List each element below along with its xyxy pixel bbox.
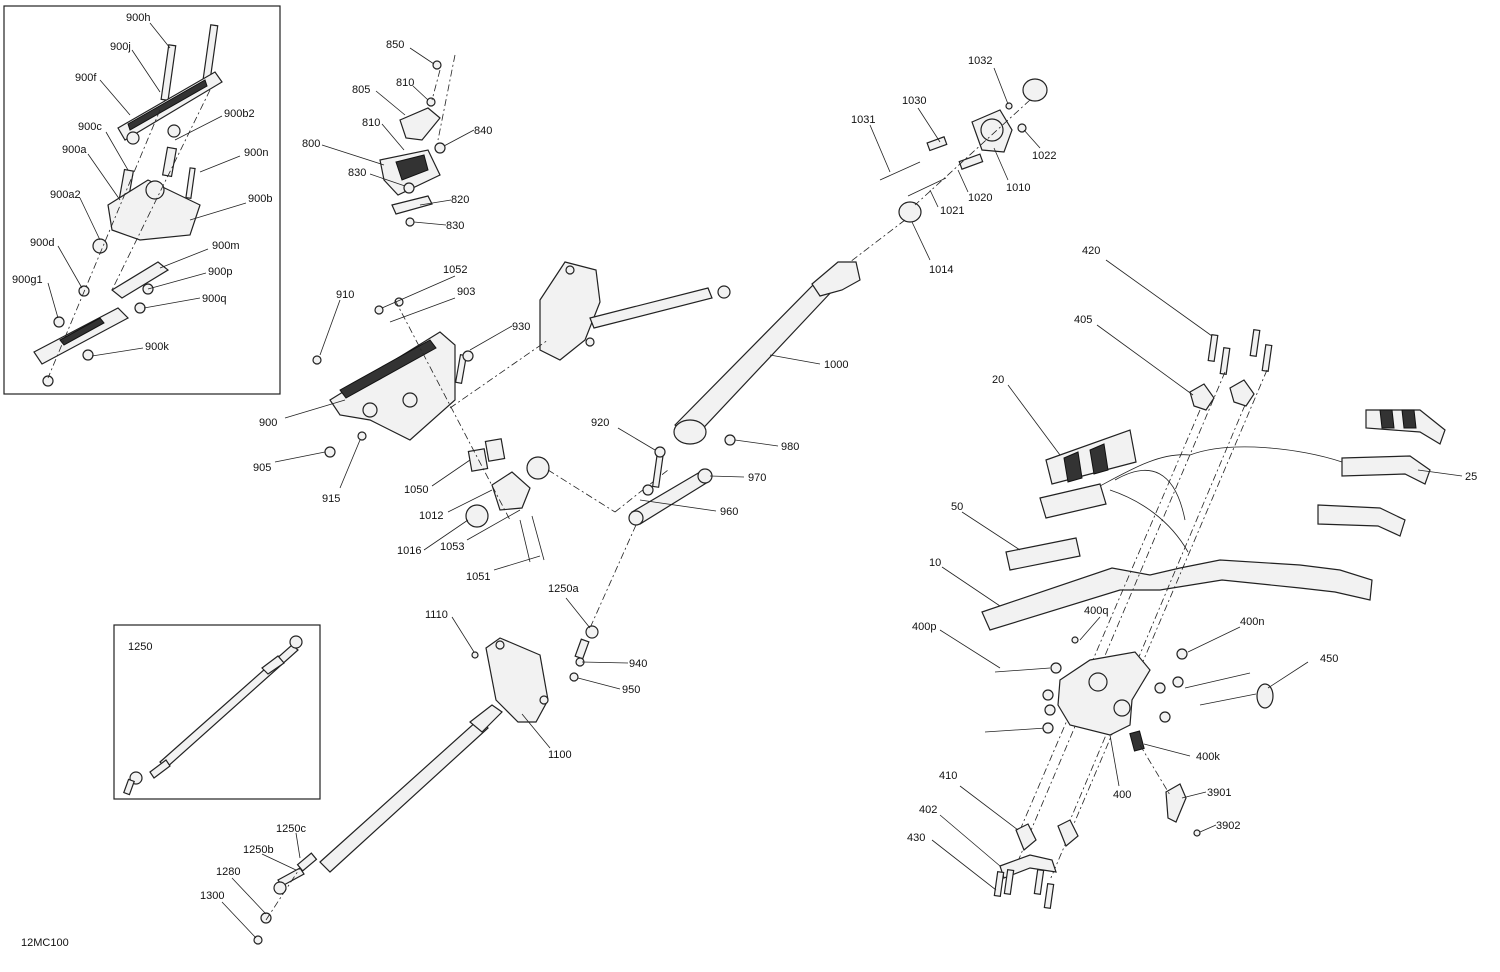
callout-label: 900a2 [50, 189, 81, 201]
callout-label: 900b2 [224, 108, 255, 120]
callout-label: 900n [244, 147, 268, 159]
callout-label: 830 [348, 167, 366, 179]
callout-label: 1300 [200, 890, 224, 902]
callout-label: 1051 [466, 571, 490, 583]
callout-label: 900q [202, 293, 226, 305]
callout-label: 800 [302, 138, 320, 150]
callout-label: 3902 [1216, 820, 1240, 832]
callout-label: 410 [939, 770, 957, 782]
callout-label: 1021 [940, 205, 964, 217]
callout-label: 900 [259, 417, 277, 429]
callout-label: 1052 [443, 264, 467, 276]
callout-label: 1280 [216, 866, 240, 878]
link-arm-parts [589, 434, 736, 629]
handlebar-parts [981, 329, 1446, 881]
callout-label: 1250b [243, 844, 274, 856]
callout-label: 1016 [397, 545, 421, 557]
callout-label: 402 [919, 804, 937, 816]
callout-label: 1100 [548, 749, 572, 761]
callout-label: 905 [253, 462, 271, 474]
callout-label: 830 [446, 220, 464, 232]
callout-label: 900b [248, 193, 272, 205]
callout-label: 820 [451, 194, 469, 206]
main-bracket-parts [312, 261, 731, 563]
callout-label: 10 [929, 557, 941, 569]
callout-label: 1000 [824, 359, 848, 371]
callout-labels: 900h 900j 900f 900c 900b2 900a 900n 900a… [12, 12, 1477, 949]
callout-label: 960 [720, 506, 738, 518]
inset-box-bracket [3, 5, 281, 395]
callout-label: 1053 [440, 541, 464, 553]
callout-label: 1032 [968, 55, 992, 67]
callout-label: 450 [1320, 653, 1338, 665]
inset-steering-label: 1250 [128, 641, 152, 653]
callout-label: 400p [912, 621, 936, 633]
callout-label: 840 [474, 125, 492, 137]
callout-label: 950 [622, 684, 640, 696]
callout-label: 1014 [929, 264, 953, 276]
callout-label: 1110 [425, 609, 448, 621]
callout-label: 400 [1113, 789, 1131, 801]
callout-label: 400n [1240, 616, 1264, 628]
callout-label: 900m [212, 240, 240, 252]
callout-label: 1030 [902, 95, 926, 107]
callout-label: 50 [951, 501, 963, 513]
callout-label: 900j [110, 41, 131, 53]
callout-label: 903 [457, 286, 475, 298]
callout-label: 810 [362, 117, 380, 129]
callout-label: 1010 [1006, 182, 1030, 194]
callout-label: 400q [1084, 605, 1108, 617]
callout-label: 900k [145, 341, 169, 353]
callout-label: 940 [629, 658, 647, 670]
callout-label: 915 [322, 493, 340, 505]
callout-label: 400k [1196, 751, 1220, 763]
callout-label: 1250c [276, 823, 306, 835]
lower-steering-parts [253, 625, 599, 945]
inset-steering-rod-parts [123, 635, 303, 796]
callout-label: 430 [907, 832, 925, 844]
steering-column-parts [673, 78, 1048, 445]
callout-label: 1020 [968, 192, 992, 204]
callout-label: 900h [126, 12, 150, 24]
callout-label: 1012 [419, 510, 443, 522]
callout-label: 980 [781, 441, 799, 453]
callout-label: 900p [208, 266, 232, 278]
clamp-assembly-parts [984, 636, 1274, 909]
callout-label: 900f [75, 72, 97, 84]
diagram-code: 12MC100 [21, 937, 69, 949]
callout-label: 900a [62, 144, 87, 156]
callout-label: 850 [386, 39, 404, 51]
callout-label: 810 [396, 77, 414, 89]
callout-label: 1022 [1032, 150, 1056, 162]
callout-leader-lines [47, 22, 1463, 939]
inset-box-steering-rod [113, 624, 321, 800]
callout-label: 405 [1074, 314, 1092, 326]
callout-label: 1050 [404, 484, 428, 496]
callout-label: 3901 [1207, 787, 1231, 799]
callout-label: 805 [352, 84, 370, 96]
callout-label: 910 [336, 289, 354, 301]
top-bracket-parts [379, 54, 456, 227]
callout-label: 1031 [851, 114, 875, 126]
callout-label: 930 [512, 321, 530, 333]
callout-label: 900d [30, 237, 54, 249]
callout-label: 1250a [548, 583, 579, 595]
callout-label: 900c [78, 121, 102, 133]
callout-label: 25 [1465, 471, 1477, 483]
callout-label: 20 [992, 374, 1004, 386]
callout-label: 920 [591, 417, 609, 429]
inset-bracket-parts [33, 24, 223, 387]
callout-label: 970 [748, 472, 766, 484]
callout-label: 900g1 [12, 274, 43, 286]
callout-label: 420 [1082, 245, 1100, 257]
